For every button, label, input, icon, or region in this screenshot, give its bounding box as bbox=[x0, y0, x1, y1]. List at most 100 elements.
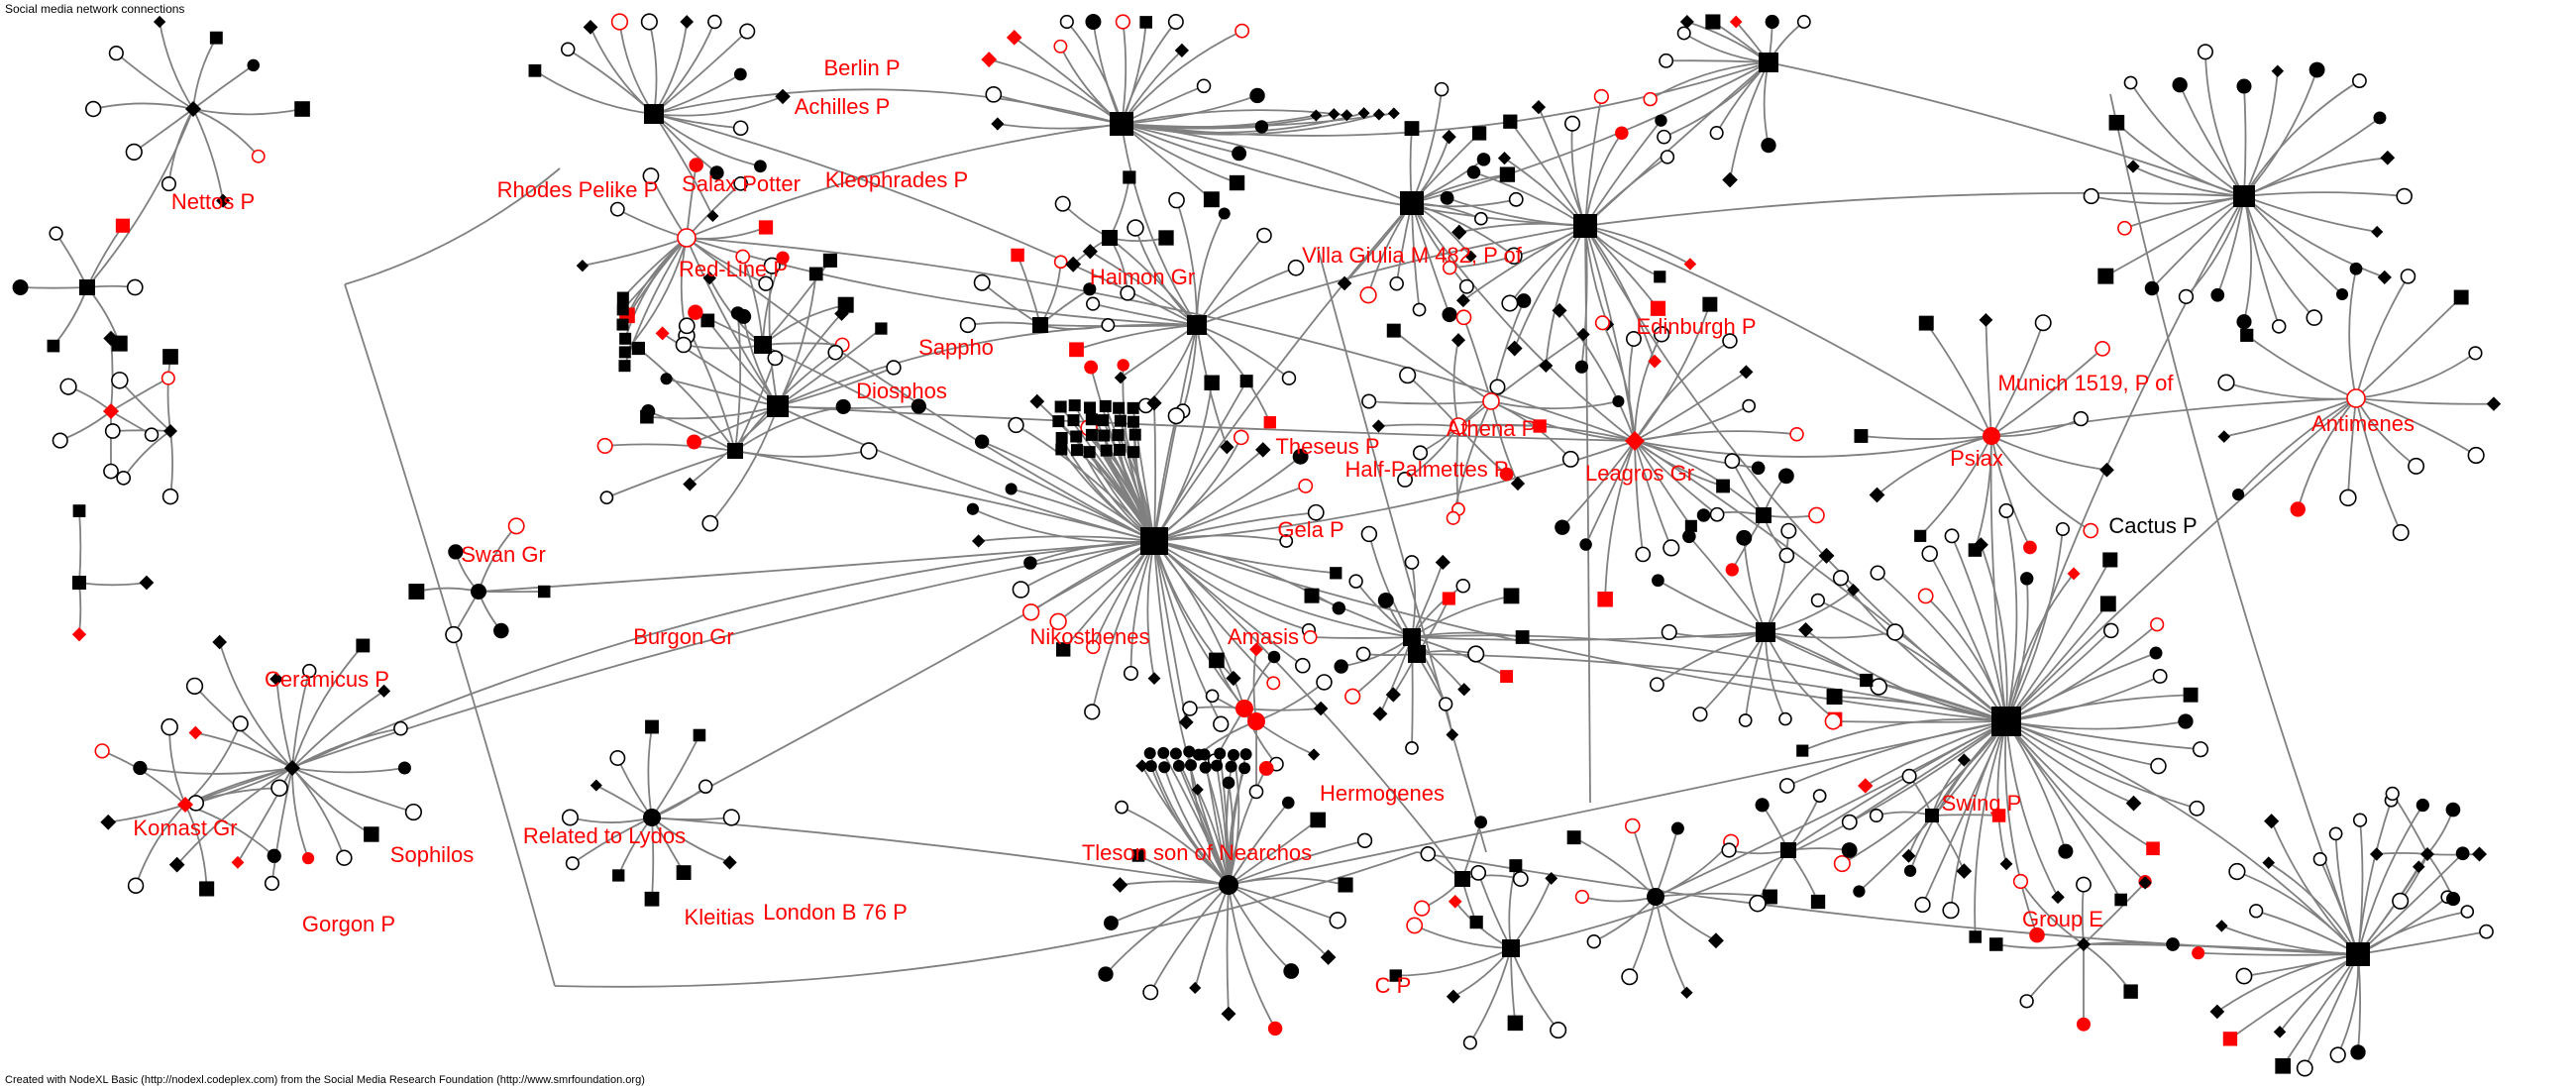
open-circle-node[interactable] bbox=[1279, 534, 1294, 548]
diamond-node[interactable] bbox=[2420, 847, 2434, 861]
open-circle-node[interactable] bbox=[2296, 1059, 2313, 1077]
open-circle-node[interactable] bbox=[1574, 889, 1590, 905]
open-circle-node[interactable] bbox=[404, 803, 423, 821]
diamond-node[interactable] bbox=[1722, 171, 1738, 188]
square-node[interactable] bbox=[619, 332, 632, 345]
open-circle-node[interactable] bbox=[52, 432, 68, 449]
square-node[interactable] bbox=[162, 349, 178, 365]
filled-circle-node[interactable] bbox=[974, 434, 990, 449]
square-node[interactable] bbox=[693, 728, 706, 742]
diamond-node[interactable] bbox=[2077, 937, 2091, 951]
filled-circle-node[interactable] bbox=[1219, 875, 1238, 895]
diamond-node[interactable] bbox=[2209, 1004, 2225, 1020]
filled-circle-node[interactable] bbox=[1755, 798, 1770, 813]
open-circle-node[interactable] bbox=[1942, 902, 1960, 920]
open-circle-node[interactable] bbox=[94, 743, 110, 759]
diamond-node[interactable] bbox=[1307, 748, 1321, 761]
diamond-node[interactable] bbox=[775, 88, 791, 105]
diamond-node[interactable] bbox=[2264, 814, 2280, 829]
diamond-node[interactable] bbox=[1679, 14, 1694, 30]
square-node[interactable] bbox=[727, 443, 743, 459]
open-circle-node[interactable] bbox=[1796, 15, 1811, 29]
square-node[interactable] bbox=[1968, 543, 1983, 557]
open-circle-node[interactable] bbox=[1621, 968, 1639, 986]
open-circle-node[interactable] bbox=[2339, 489, 2357, 507]
filled-circle-node[interactable] bbox=[1761, 138, 1776, 154]
square-node[interactable] bbox=[115, 218, 131, 233]
open-circle-node[interactable] bbox=[1406, 917, 1424, 934]
square-node[interactable] bbox=[1187, 315, 1207, 335]
filled-circle-node[interactable] bbox=[1283, 963, 1300, 979]
filled-circle-node[interactable] bbox=[1228, 748, 1240, 761]
open-circle-node[interactable] bbox=[2073, 410, 2089, 427]
filled-circle-node[interactable] bbox=[1235, 700, 1253, 717]
open-circle-node[interactable] bbox=[270, 779, 288, 797]
open-circle-node[interactable] bbox=[445, 625, 463, 644]
filled-circle-node[interactable] bbox=[1377, 592, 1394, 608]
square-node[interactable] bbox=[1098, 429, 1111, 442]
diamond-node[interactable] bbox=[2067, 567, 2081, 581]
open-circle-node[interactable] bbox=[1944, 528, 1960, 544]
square-node[interactable] bbox=[1085, 428, 1098, 441]
filled-circle-node[interactable] bbox=[1466, 165, 1481, 179]
diamond-node[interactable] bbox=[177, 797, 193, 813]
open-circle-node[interactable] bbox=[609, 201, 625, 217]
diamond-node[interactable] bbox=[103, 403, 119, 419]
square-node[interactable] bbox=[1304, 588, 1320, 603]
square-node[interactable] bbox=[1403, 628, 1421, 646]
diamond-node[interactable] bbox=[1357, 107, 1370, 120]
diamond-node[interactable] bbox=[139, 575, 155, 591]
open-circle-node[interactable] bbox=[1653, 326, 1670, 343]
open-circle-node[interactable] bbox=[707, 14, 722, 30]
open-circle-node[interactable] bbox=[1123, 665, 1138, 681]
square-node[interactable] bbox=[767, 395, 789, 417]
open-circle-node[interactable] bbox=[1101, 318, 1116, 332]
open-circle-node[interactable] bbox=[1012, 581, 1030, 599]
diamond-node[interactable] bbox=[1510, 476, 1526, 491]
diamond-node[interactable] bbox=[834, 306, 849, 321]
square-node[interactable] bbox=[1509, 859, 1523, 873]
open-circle-node[interactable] bbox=[1344, 688, 1361, 705]
open-circle-node[interactable] bbox=[1625, 331, 1642, 347]
open-circle-node[interactable] bbox=[1663, 539, 1680, 557]
open-circle-node[interactable] bbox=[1412, 302, 1427, 317]
open-circle-node[interactable] bbox=[758, 275, 774, 291]
filled-circle-node[interactable] bbox=[2029, 926, 2045, 943]
open-circle-node[interactable] bbox=[103, 463, 119, 480]
diamond-node[interactable] bbox=[1442, 129, 1456, 145]
open-circle-node[interactable] bbox=[675, 336, 693, 354]
open-circle-node[interactable] bbox=[2468, 346, 2483, 361]
open-circle-node[interactable] bbox=[640, 13, 658, 31]
square-node[interactable] bbox=[1011, 248, 1024, 263]
square-node[interactable] bbox=[2346, 942, 2370, 966]
open-circle-node[interactable] bbox=[701, 514, 719, 532]
open-circle-node[interactable] bbox=[1625, 818, 1641, 834]
open-circle-node[interactable] bbox=[698, 779, 713, 794]
open-circle-node[interactable] bbox=[1635, 546, 1652, 563]
filled-circle-node[interactable] bbox=[2350, 1044, 2366, 1060]
open-circle-node[interactable] bbox=[2328, 826, 2343, 841]
filled-circle-node[interactable] bbox=[2232, 489, 2245, 501]
square-node[interactable] bbox=[2183, 687, 2199, 703]
open-circle-node[interactable] bbox=[1049, 612, 1067, 631]
filled-circle-node[interactable] bbox=[1332, 601, 1346, 615]
open-circle-node[interactable] bbox=[1414, 900, 1431, 917]
filled-circle-node[interactable] bbox=[1143, 747, 1156, 760]
square-node[interactable] bbox=[2097, 268, 2114, 284]
diamond-node[interactable] bbox=[1818, 547, 1835, 564]
filled-circle-node[interactable] bbox=[1652, 574, 1664, 588]
square-node[interactable] bbox=[364, 826, 379, 842]
square-node[interactable] bbox=[700, 313, 715, 328]
open-circle-node[interactable] bbox=[1676, 26, 1691, 41]
diamond-node[interactable] bbox=[1114, 371, 1127, 384]
open-circle-node[interactable] bbox=[1482, 392, 1500, 410]
square-node[interactable] bbox=[631, 341, 645, 356]
open-circle-node[interactable] bbox=[2178, 288, 2195, 305]
open-circle-node[interactable] bbox=[609, 750, 626, 766]
square-node[interactable] bbox=[1068, 399, 1081, 412]
square-node[interactable] bbox=[1055, 431, 1068, 444]
filled-circle-node[interactable] bbox=[1249, 87, 1265, 104]
open-circle-node[interactable] bbox=[1329, 912, 1346, 929]
open-circle-node[interactable] bbox=[111, 372, 129, 389]
filled-circle-node[interactable] bbox=[835, 398, 851, 414]
